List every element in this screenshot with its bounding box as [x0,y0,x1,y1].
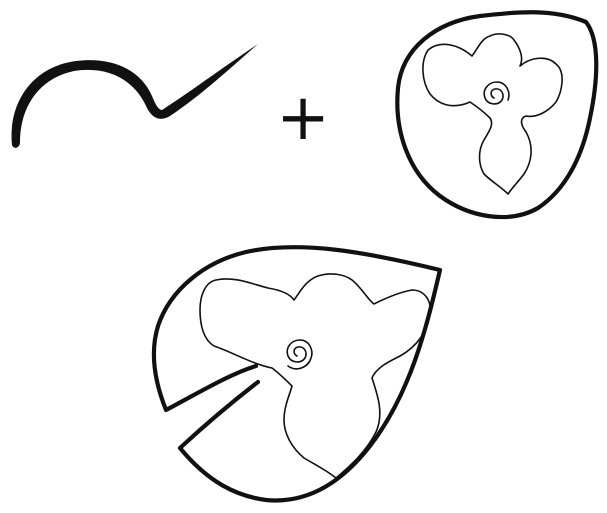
brush-stroke-shape [12,44,258,148]
plus-sign: + [276,88,330,148]
spiral [484,82,509,104]
closed-flower-shape [397,12,596,217]
outer-outline-open [154,247,440,500]
inner-flower-outline [423,34,562,194]
spiral [287,340,312,369]
outer-outline-closed [397,12,596,217]
open-flower-shape [154,247,440,500]
